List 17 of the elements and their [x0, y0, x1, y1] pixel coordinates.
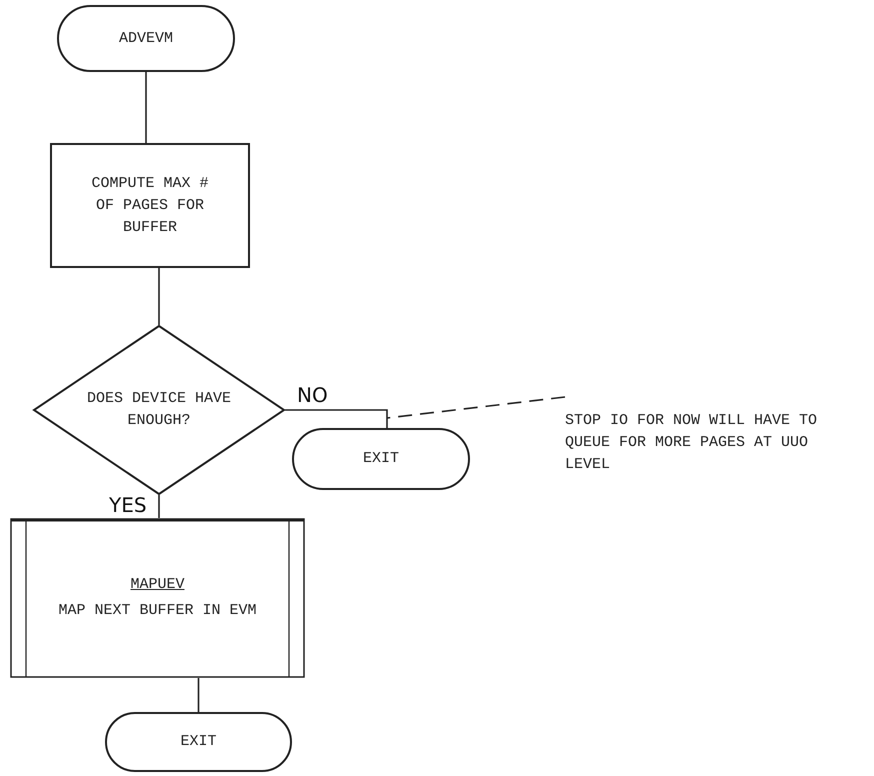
- connector-line: [198, 678, 200, 712]
- connector-line: [145, 72, 147, 143]
- node-text: ADVEVM: [118, 28, 173, 48]
- dashed-connector: [386, 396, 566, 419]
- process-box: [50, 143, 250, 268]
- connector-line: [285, 409, 388, 428]
- node-text: DOES DEVICE HAVE ENOUGH?: [86, 389, 232, 431]
- node-text: COMPUTE MAX # OF PAGES FOR BUFFER: [90, 174, 210, 238]
- decision-diamond: [33, 325, 285, 495]
- node-text: EXIT: [180, 732, 216, 752]
- subroutine-name: MAPUEV: [130, 575, 184, 595]
- connector-line: [158, 268, 160, 325]
- node-text: STOP IO FOR NOW WILL HAVE TO QUEUE FOR MORE PAGES AT UUO LEVEL: [565, 411, 818, 475]
- node-text: EXIT: [362, 449, 399, 469]
- subroutine-box: [10, 518, 305, 678]
- connector-line: [158, 495, 160, 518]
- node-text: MAP NEXT BUFFER IN EVM: [57, 601, 258, 621]
